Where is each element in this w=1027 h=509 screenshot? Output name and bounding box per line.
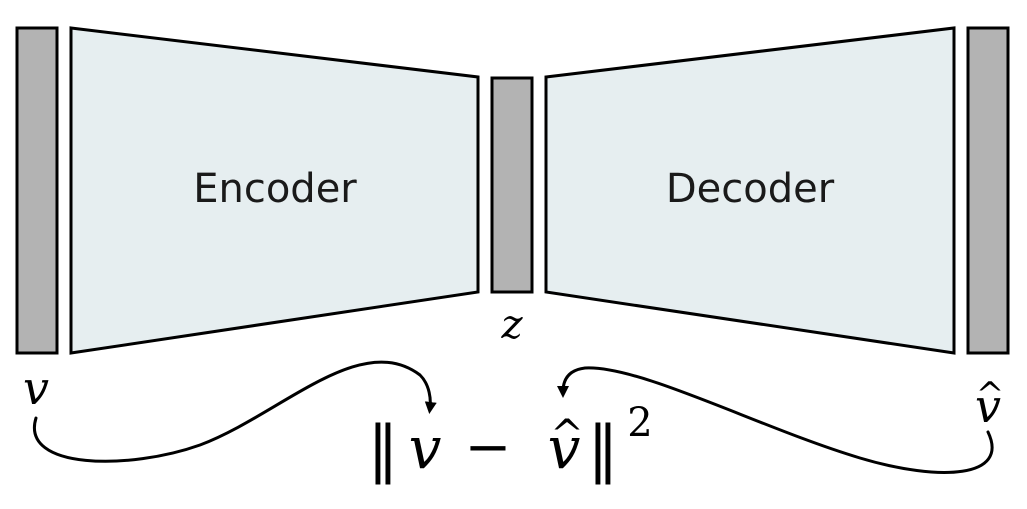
- input-symbol: v: [23, 361, 49, 415]
- loss-close-norm: ‖: [588, 412, 619, 485]
- input-vector-bar: [15, 26, 59, 355]
- loss-exponent: 2: [627, 400, 652, 446]
- output-vector-bar: [966, 26, 1010, 355]
- loss-minus: −: [465, 415, 512, 480]
- encoder-label: Encoder: [193, 166, 357, 212]
- input-to-loss-arrow: [32, 360, 437, 463]
- decoder-label: Decoder: [666, 166, 835, 212]
- latent-vector-bar: [490, 76, 534, 294]
- loss-expression: ‖ v − v ^ ‖ 2: [368, 400, 653, 485]
- loss-v: v: [409, 414, 442, 482]
- output-symbol: v: [975, 379, 1001, 433]
- loss-open-norm: ‖: [368, 412, 399, 485]
- output-to-loss-arrow: [557, 366, 994, 474]
- decoder-block: [544, 26, 956, 355]
- loss-v-hat: v: [548, 414, 581, 482]
- loss-hat-accent: ^: [550, 412, 584, 458]
- latent-symbol: z: [500, 302, 523, 348]
- output-hat-accent: ^: [976, 375, 1005, 415]
- encoder-block: [69, 26, 480, 355]
